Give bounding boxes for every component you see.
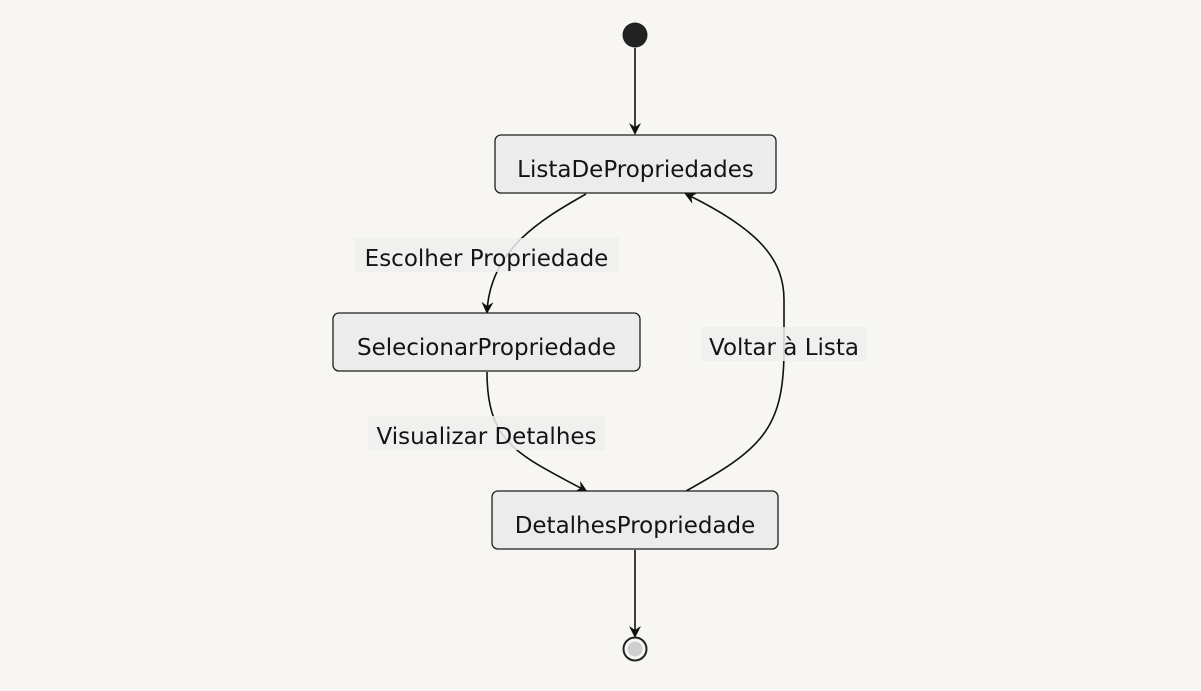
- edge-label-visualizar: Visualizar Detalhes: [368, 416, 605, 450]
- edge-label-visualizar-text: Visualizar Detalhes: [376, 424, 596, 450]
- edge-label-escolher-text: Escolher Propriedade: [365, 246, 609, 272]
- state-label-detalhes: DetalhesPropriedade: [515, 513, 756, 539]
- edge-label-voltar: Voltar à Lista: [702, 327, 866, 361]
- state-label-selecionar: SelecionarPropriedade: [357, 335, 616, 361]
- state-label-lista: ListaDePropriedades: [517, 157, 754, 183]
- state-lista-de-propriedades[interactable]: ListaDePropriedades: [494, 134, 777, 194]
- start-node: [622, 22, 648, 48]
- edge-label-escolher: Escolher Propriedade: [354, 238, 619, 272]
- end-node: [622, 636, 648, 662]
- edge-label-voltar-text: Voltar à Lista: [709, 335, 859, 361]
- state-selecionar-propriedade[interactable]: SelecionarPropriedade: [332, 312, 641, 372]
- state-detalhes-propriedade[interactable]: DetalhesPropriedade: [491, 490, 779, 550]
